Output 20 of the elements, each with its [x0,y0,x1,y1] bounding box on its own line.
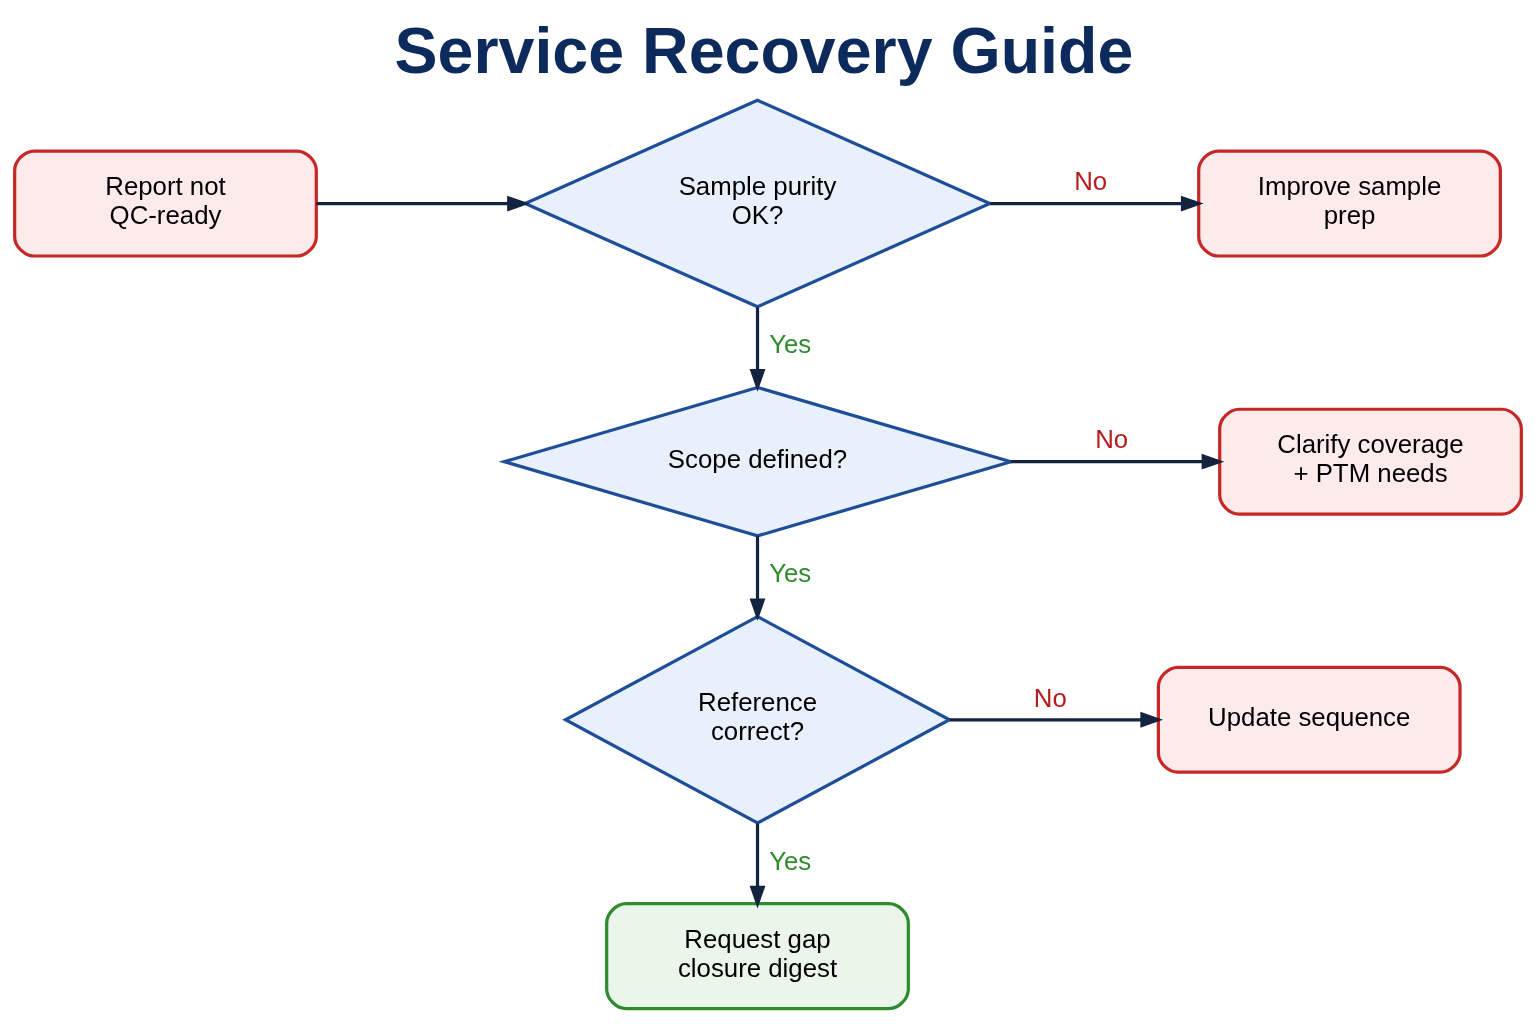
node-box: Clarify coverage + PTM needs [1218,407,1523,516]
arrow [749,306,766,392]
edge-label: No [1095,424,1129,453]
arrow [749,823,766,908]
node-box: Report not QC-ready [13,149,318,258]
edge-label: Yes [769,845,812,874]
diagram-title: Service Recovery Guide [394,14,1134,87]
node-box: Update sequence [1156,665,1462,774]
arrow [749,535,766,621]
arrow [949,711,1163,728]
arrow [316,195,530,211]
node-diamond: Reference correct? [562,614,953,825]
arrow [990,195,1204,211]
edge-label: No [1074,166,1108,195]
arrow [1010,453,1225,470]
edge-label: Yes [769,558,812,587]
node-box: Improve sample prep [1197,149,1502,258]
edge-label: Yes [769,329,812,358]
edge-label: No [1033,683,1067,712]
node-box: Request gap closure digest [605,901,910,1010]
